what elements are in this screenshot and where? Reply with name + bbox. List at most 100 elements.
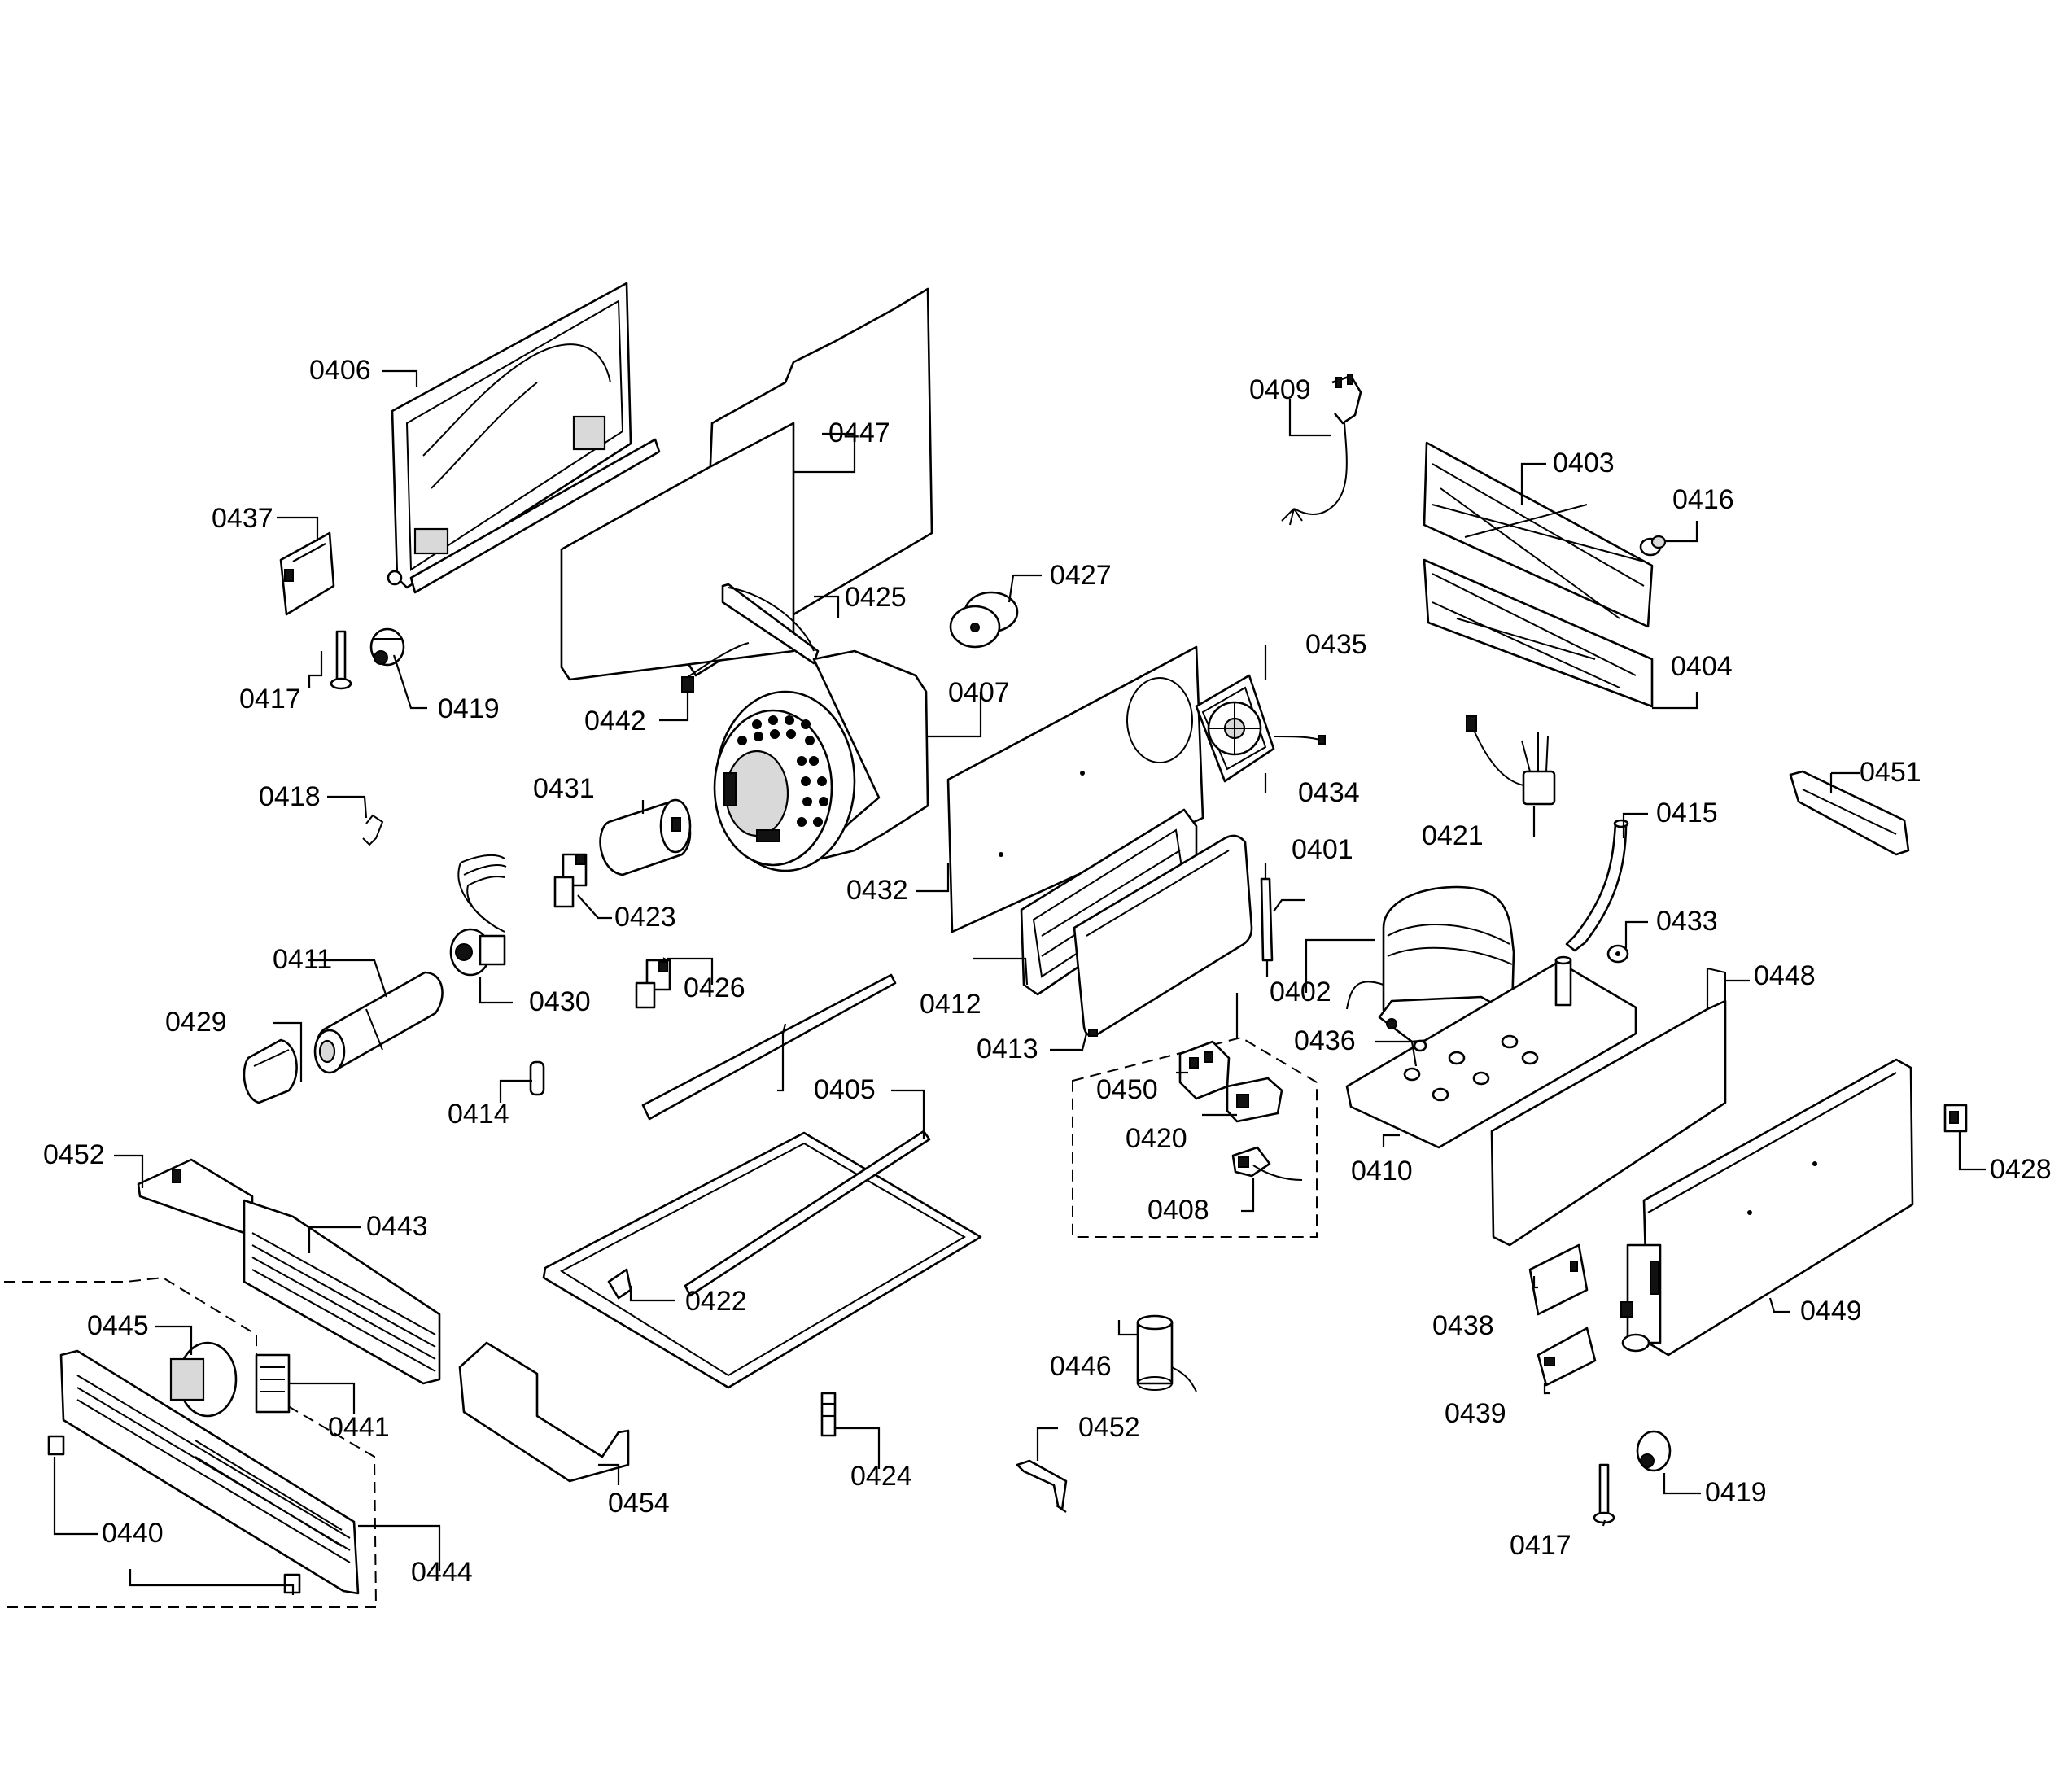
label-0421: 0421 bbox=[1422, 820, 1484, 851]
label-0424: 0424 bbox=[850, 1461, 912, 1492]
label-0426: 0426 bbox=[684, 972, 745, 1003]
part-0413-drawing bbox=[1073, 834, 1253, 1037]
part-0431-drawing bbox=[599, 798, 692, 876]
part-0424-drawing bbox=[820, 1392, 837, 1437]
part-0432-drawing bbox=[946, 645, 1204, 933]
label-0442: 0442 bbox=[584, 706, 646, 736]
part-0430-drawing bbox=[449, 854, 507, 977]
label-0429: 0429 bbox=[165, 1007, 227, 1038]
label-0417-right: 0417 bbox=[1510, 1530, 1571, 1561]
label-0419-left: 0419 bbox=[438, 693, 500, 724]
label-0412: 0412 bbox=[920, 989, 981, 1020]
part-0419-drawing-left bbox=[369, 627, 405, 667]
label-0450: 0450 bbox=[1096, 1074, 1158, 1105]
part-0410-drawing bbox=[1345, 955, 1637, 1149]
part-0411-drawing bbox=[313, 971, 444, 1074]
part-0440-drawing bbox=[47, 1435, 301, 1594]
part-0416-drawing bbox=[1639, 535, 1667, 557]
label-0404: 0404 bbox=[1671, 651, 1733, 682]
label-0446: 0446 bbox=[1050, 1351, 1112, 1382]
part-0429-drawing bbox=[243, 1038, 298, 1104]
label-0449: 0449 bbox=[1800, 1296, 1862, 1327]
label-0431: 0431 bbox=[533, 773, 595, 804]
label-0415: 0415 bbox=[1656, 798, 1718, 828]
label-0445: 0445 bbox=[87, 1310, 149, 1341]
part-0417-drawing-left bbox=[330, 630, 352, 690]
label-0414: 0414 bbox=[448, 1099, 509, 1130]
label-0447: 0447 bbox=[828, 417, 890, 448]
part-0452-drawing-top bbox=[137, 1158, 254, 1235]
part-0408-drawing bbox=[1231, 1146, 1303, 1181]
part-0433-drawing bbox=[1606, 944, 1629, 964]
part-0441-drawing bbox=[255, 1353, 291, 1414]
label-0444: 0444 bbox=[411, 1557, 473, 1588]
label-0439: 0439 bbox=[1445, 1398, 1506, 1429]
label-0408: 0408 bbox=[1147, 1195, 1209, 1226]
label-0418: 0418 bbox=[259, 781, 321, 812]
part-0437-drawing bbox=[279, 531, 335, 616]
label-0425: 0425 bbox=[845, 582, 907, 613]
part-0415-drawing bbox=[1565, 819, 1629, 952]
label-0452-top: 0452 bbox=[43, 1139, 105, 1170]
part-0414-drawing bbox=[529, 1060, 545, 1096]
label-0443: 0443 bbox=[366, 1211, 428, 1242]
part-0438-drawing bbox=[1528, 1243, 1589, 1316]
label-0448: 0448 bbox=[1754, 960, 1816, 991]
part-0418-drawing bbox=[362, 814, 384, 846]
part-0454-drawing bbox=[458, 1341, 630, 1483]
label-0436: 0436 bbox=[1294, 1025, 1356, 1056]
part-0419-drawing-right bbox=[1636, 1430, 1672, 1472]
part-0439-drawing bbox=[1537, 1327, 1597, 1387]
label-0433: 0433 bbox=[1656, 906, 1718, 937]
part-0426-drawing bbox=[635, 959, 671, 1009]
label-0422: 0422 bbox=[685, 1286, 747, 1317]
part-0407-drawing bbox=[713, 649, 929, 872]
label-0435: 0435 bbox=[1305, 629, 1367, 660]
label-0403: 0403 bbox=[1553, 448, 1615, 479]
part-0409-drawing bbox=[1281, 374, 1362, 526]
label-0434: 0434 bbox=[1298, 777, 1360, 808]
part-0401-drawing bbox=[1260, 863, 1274, 977]
label-0417-left: 0417 bbox=[239, 684, 301, 715]
part-0404-drawing bbox=[1423, 558, 1654, 708]
label-0452-bottom: 0452 bbox=[1078, 1412, 1140, 1443]
label-0420: 0420 bbox=[1126, 1123, 1187, 1154]
leader-lines bbox=[53, 369, 1986, 1595]
part-0446-drawing bbox=[1136, 1314, 1197, 1392]
label-0401: 0401 bbox=[1292, 834, 1353, 865]
label-0407: 0407 bbox=[948, 677, 1010, 708]
label-0454: 0454 bbox=[608, 1488, 670, 1519]
label-0419-right: 0419 bbox=[1705, 1477, 1767, 1508]
label-0416: 0416 bbox=[1672, 484, 1734, 515]
part-0444-drawing bbox=[59, 1349, 360, 1595]
label-0406: 0406 bbox=[309, 355, 371, 386]
label-0440: 0440 bbox=[102, 1518, 164, 1549]
part-0403-drawing bbox=[1423, 441, 1654, 628]
part-0428-drawing bbox=[1943, 1104, 1968, 1133]
label-0410: 0410 bbox=[1351, 1156, 1413, 1187]
part-0443-drawing bbox=[243, 1199, 441, 1385]
label-0405: 0405 bbox=[814, 1074, 876, 1105]
part-0420-drawing bbox=[1226, 1077, 1283, 1123]
part-0417-drawing-right bbox=[1593, 1463, 1615, 1524]
part-0451-drawing bbox=[1789, 770, 1910, 856]
label-0427: 0427 bbox=[1050, 560, 1112, 591]
label-0432: 0432 bbox=[846, 875, 908, 906]
part-0427-drawing bbox=[949, 591, 1019, 649]
label-0441: 0441 bbox=[328, 1412, 390, 1443]
label-0413: 0413 bbox=[977, 1034, 1038, 1064]
label-0437: 0437 bbox=[212, 503, 273, 534]
part-0406-drawing bbox=[387, 282, 661, 594]
part-0423-drawing bbox=[553, 853, 588, 908]
label-0409: 0409 bbox=[1249, 374, 1311, 405]
part-0434-0435-drawing bbox=[1195, 674, 1326, 783]
part-0445-drawing bbox=[169, 1341, 238, 1418]
part-0452-drawing-bottom bbox=[1016, 1459, 1068, 1513]
part-0421-drawing bbox=[1466, 715, 1556, 806]
label-0438: 0438 bbox=[1432, 1310, 1494, 1341]
part-0447-drawing bbox=[560, 287, 933, 681]
label-0428: 0428 bbox=[1990, 1154, 2052, 1185]
label-0411: 0411 bbox=[273, 944, 332, 975]
